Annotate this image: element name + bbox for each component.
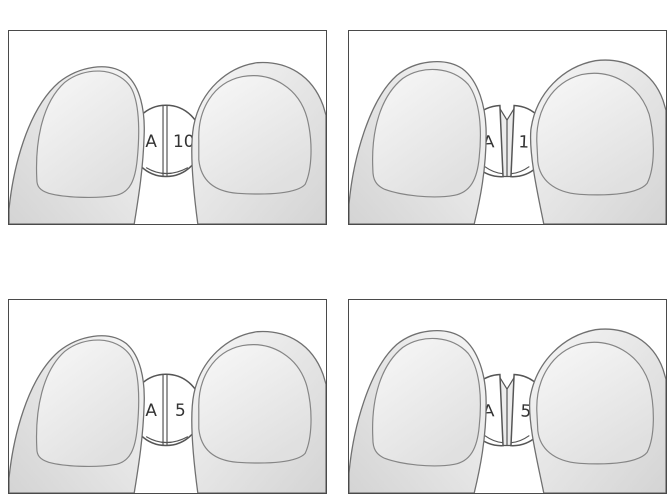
- tablet-left-label: A: [145, 400, 157, 420]
- panel-top-right: A 10: [348, 30, 667, 225]
- panel-bottom-right: A 5: [348, 299, 667, 494]
- right-thumb-nail: [199, 345, 311, 463]
- tablet-left-label: A: [145, 131, 157, 151]
- tablet-illustration: A 5: [349, 300, 666, 493]
- panel-top-left: A 10: [8, 30, 327, 225]
- right-thumb: [192, 62, 326, 224]
- right-thumb: [192, 331, 326, 493]
- tablet-illustration: A 5: [9, 300, 326, 493]
- left-thumb: [349, 62, 486, 224]
- right-thumb-nail: [537, 342, 654, 464]
- tablet-illustration: A 10: [349, 31, 666, 224]
- left-thumb: [9, 336, 144, 493]
- left-thumb: [9, 67, 144, 224]
- right-thumb: [530, 329, 666, 493]
- tablet-illustration: A 10: [9, 31, 326, 224]
- right-thumb: [531, 60, 666, 224]
- panel-bottom-left: A 5: [8, 299, 327, 494]
- right-thumb-nail: [199, 76, 311, 194]
- right-thumb-nail: [537, 73, 654, 195]
- left-thumb: [349, 331, 486, 493]
- tablet-right-label: 5: [175, 400, 186, 420]
